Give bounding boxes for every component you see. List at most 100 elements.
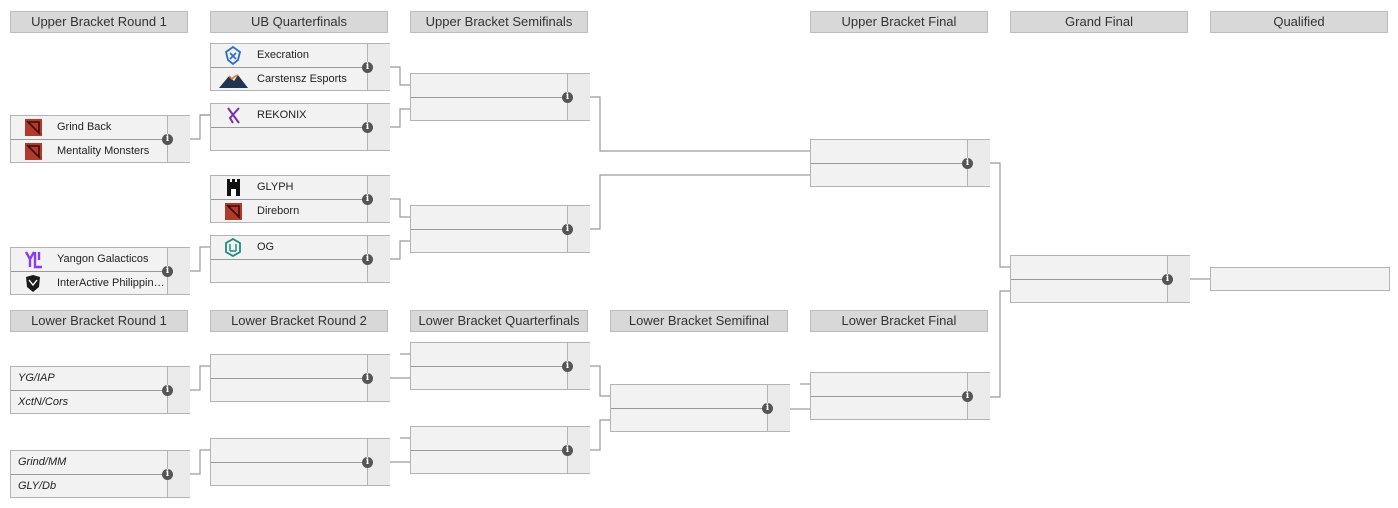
team-slot[interactable] (211, 439, 367, 463)
team-slot[interactable]: Direborn (211, 200, 367, 223)
info-icon[interactable]: i (962, 391, 973, 402)
qualified-slot[interactable] (1210, 267, 1390, 291)
team-slot[interactable]: YG/IAP (11, 367, 167, 391)
team-slot[interactable] (811, 164, 967, 187)
team-slot[interactable] (1011, 256, 1167, 280)
team-slot[interactable] (1011, 280, 1167, 303)
team-slot[interactable]: InterActive Philippines (11, 272, 167, 295)
match-ub-qf-1[interactable]: Execration Carstensz Esports i (210, 43, 390, 91)
team-slot[interactable]: Execration (211, 44, 367, 68)
match-lb-qf-2[interactable]: i (410, 426, 590, 474)
team-slot[interactable]: Grind Back (11, 116, 167, 140)
match-ub-qf-2[interactable]: REKONIX i (210, 103, 390, 151)
execration-logo-icon (224, 46, 242, 65)
header-qualified: Qualified (1210, 11, 1388, 33)
og-logo-icon (225, 238, 241, 257)
match-lb-semifinal[interactable]: i (610, 384, 790, 432)
info-icon[interactable]: i (362, 62, 373, 73)
team-slot[interactable] (411, 206, 567, 230)
info-icon[interactable]: i (562, 224, 573, 235)
info-icon[interactable]: i (162, 469, 173, 480)
team-slot[interactable]: XctN/Cors (11, 391, 167, 414)
header-lb-semifinal: Lower Bracket Semifinal (610, 310, 788, 332)
team-name: OG (257, 241, 275, 253)
yangon-logo-icon (24, 251, 42, 269)
rekonix-logo-icon (227, 107, 240, 124)
match-lb-r2-1[interactable]: i (210, 354, 390, 402)
dota-logo-icon (25, 119, 42, 136)
info-icon[interactable]: i (562, 92, 573, 103)
header-ub-final: Upper Bracket Final (810, 11, 988, 33)
match-lb-r2-2[interactable]: i (210, 438, 390, 486)
match-lb-r1-1[interactable]: YG/IAP XctN/Cors i (10, 366, 190, 414)
info-icon[interactable]: i (562, 445, 573, 456)
team-name: Execration (257, 49, 309, 61)
match-ub-r1-1[interactable]: Grind Back Mentality Monsters i (10, 115, 190, 163)
team-slot[interactable] (211, 463, 367, 486)
header-lb-round-1: Lower Bracket Round 1 (10, 310, 188, 332)
glyph-tower-logo-icon (227, 179, 240, 196)
team-slot[interactable]: Yangon Galacticos (11, 248, 167, 272)
team-name: REKONIX (257, 109, 307, 121)
info-icon[interactable]: i (362, 254, 373, 265)
match-lb-qf-1[interactable]: i (410, 342, 590, 390)
match-ub-r1-2[interactable]: Yangon Galacticos InterActive Philippine… (10, 247, 190, 295)
team-slot[interactable] (411, 74, 567, 98)
match-lb-r1-2[interactable]: Grind/MM GLY/Db i (10, 450, 190, 498)
team-slot[interactable] (211, 128, 367, 151)
team-slot[interactable]: Carstensz Esports (211, 68, 367, 91)
team-slot[interactable] (211, 355, 367, 379)
info-icon[interactable]: i (362, 194, 373, 205)
match-grand-final[interactable]: i (1010, 255, 1190, 303)
team-slot[interactable] (411, 98, 567, 121)
info-icon[interactable]: i (562, 361, 573, 372)
match-ub-sf-1[interactable]: i (410, 73, 590, 121)
team-slot[interactable] (211, 260, 367, 283)
team-slot[interactable]: GLYPH (211, 176, 367, 200)
team-slot[interactable] (811, 397, 967, 420)
match-ub-final[interactable]: i (810, 139, 990, 187)
team-name: InterActive Philippines (57, 277, 165, 289)
dota-logo-icon (25, 143, 42, 160)
header-lb-round-2: Lower Bracket Round 2 (210, 310, 388, 332)
team-slot[interactable] (811, 373, 967, 397)
team-slot[interactable]: GLY/Db (11, 475, 167, 498)
team-slot[interactable] (611, 409, 767, 432)
team-slot[interactable]: OG (211, 236, 367, 260)
carstensz-mountain-logo-icon (219, 74, 248, 88)
info-icon[interactable]: i (962, 158, 973, 169)
match-lb-final[interactable]: i (810, 372, 990, 420)
team-slot[interactable] (211, 379, 367, 402)
info-icon[interactable]: i (362, 122, 373, 133)
info-icon[interactable]: i (162, 134, 173, 145)
team-slot[interactable] (611, 385, 767, 409)
team-slot[interactable]: Mentality Monsters (11, 140, 167, 163)
header-lb-final: Lower Bracket Final (810, 310, 988, 332)
header-ub-round-1: Upper Bracket Round 1 (10, 11, 188, 33)
match-ub-sf-2[interactable]: i (410, 205, 590, 253)
team-name: Grind Back (57, 121, 112, 133)
info-icon[interactable]: i (362, 373, 373, 384)
info-icon[interactable]: i (1162, 274, 1173, 285)
header-grand-final: Grand Final (1010, 11, 1188, 33)
match-ub-qf-4[interactable]: OG i (210, 235, 390, 283)
info-icon[interactable]: i (362, 457, 373, 468)
info-icon[interactable]: i (162, 266, 173, 277)
info-icon[interactable]: i (762, 403, 773, 414)
match-ub-qf-3[interactable]: GLYPH Direborn i (210, 175, 390, 223)
team-slot[interactable] (411, 343, 567, 367)
info-icon[interactable]: i (162, 385, 173, 396)
team-slot[interactable]: REKONIX (211, 104, 367, 128)
header-lb-quarterfinals: Lower Bracket Quarterfinals (410, 310, 588, 332)
team-slot[interactable] (411, 230, 567, 253)
placeholder-team: GLY/Db (18, 480, 57, 492)
dota-logo-icon (225, 203, 242, 220)
team-slot[interactable]: Grind/MM (11, 451, 167, 475)
team-name: Mentality Monsters (57, 145, 150, 157)
placeholder-team: XctN/Cors (18, 396, 69, 408)
team-slot[interactable] (411, 427, 567, 451)
team-slot[interactable] (811, 140, 967, 164)
team-slot[interactable] (411, 367, 567, 390)
team-slot[interactable] (411, 451, 567, 474)
